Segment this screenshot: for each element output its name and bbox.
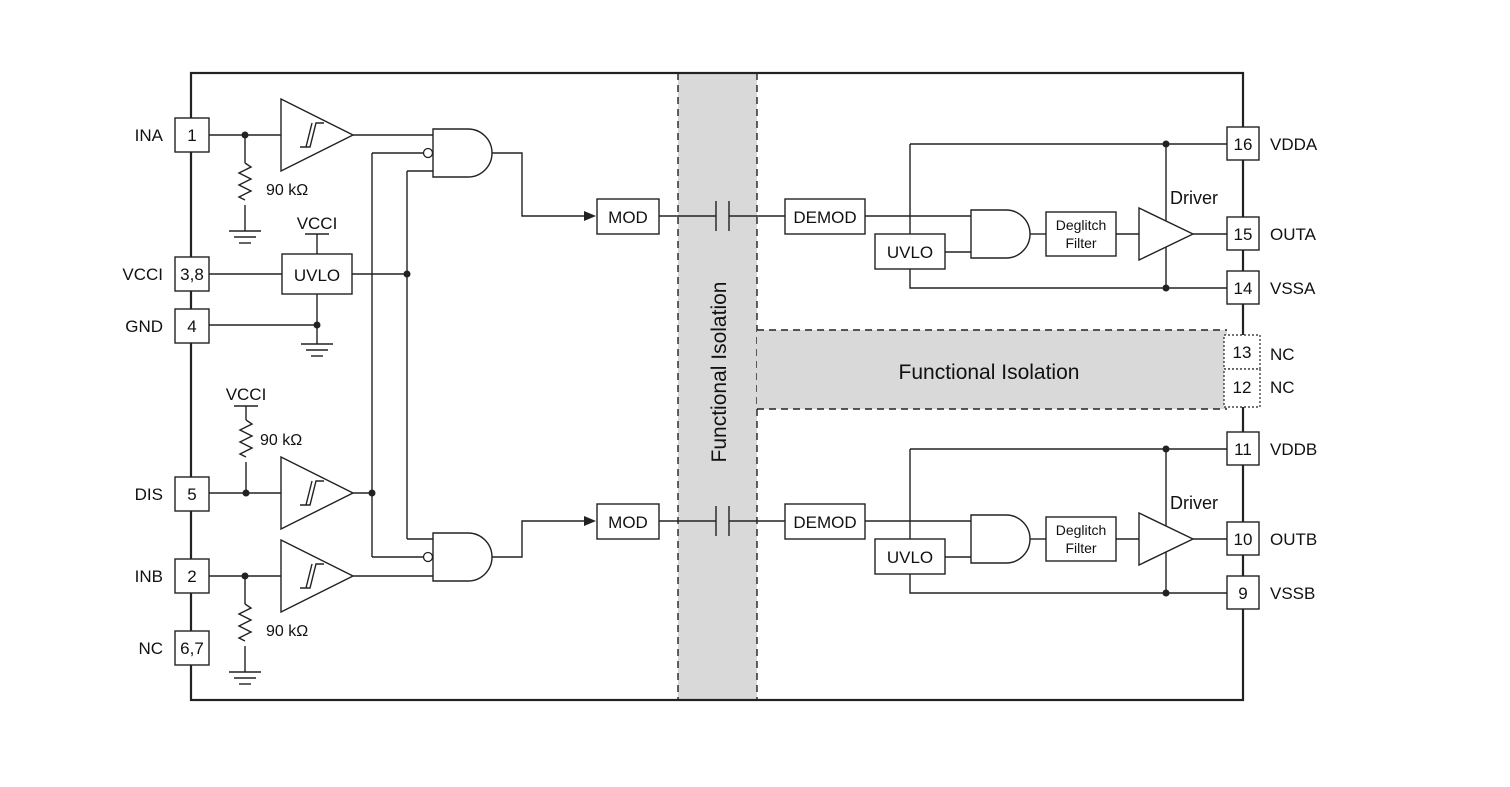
isolation-barrier-vertical (678, 73, 757, 700)
pin-nc-13: 13 NC (1223, 334, 1295, 370)
pin-number: 4 (187, 317, 196, 336)
vcci-supply-label: VCCI (226, 385, 267, 404)
pin-number: 2 (187, 567, 196, 586)
uvlo-output-label: UVLO (887, 548, 933, 567)
uvlo-output-label: UVLO (887, 243, 933, 262)
pin-number: 12 (1233, 378, 1252, 397)
pin-number: 13 (1233, 343, 1252, 362)
uvlo-input-label: UVLO (294, 266, 340, 285)
pin-name: OUTA (1270, 225, 1317, 244)
deglitch-filter-b (1045, 516, 1117, 562)
resistor-inb (237, 603, 253, 642)
isolation-capacitor-b (715, 506, 730, 536)
ground-symbol (229, 671, 261, 685)
isolation-label-horizontal: Functional Isolation (899, 361, 1080, 384)
demod-block-b (784, 503, 866, 540)
isolation-barrier-horizontal (757, 330, 1227, 409)
pin-name: NC (1270, 345, 1295, 364)
pin-name: OUTB (1270, 530, 1317, 549)
pin-vddb: 11 VDDB (1226, 431, 1317, 466)
resistor-label: 90 kΩ (266, 182, 308, 199)
driver-b (1138, 511, 1195, 567)
mod-label: MOD (608, 208, 648, 227)
and-gate-output-a (970, 209, 1031, 259)
uvlo-output-box-a (874, 233, 946, 270)
schmitt-buffer-ina (280, 97, 355, 173)
isolation-capacitor-a (715, 201, 730, 231)
pin-outb: 10 OUTB (1226, 521, 1317, 556)
pin-number: 6,7 (180, 639, 204, 658)
pin-vssa: 14 VSSA (1226, 270, 1316, 305)
pin-name: VCCI (122, 265, 163, 284)
pin-number: 16 (1234, 135, 1253, 154)
resistor-label: 90 kΩ (260, 432, 302, 449)
pin-name: NC (138, 639, 163, 658)
pin-number: 15 (1234, 225, 1253, 244)
schmitt-buffer-inb (280, 538, 355, 614)
pin-number: 14 (1234, 279, 1253, 298)
pin-name: VDDB (1270, 440, 1317, 459)
demod-label: DEMOD (793, 208, 856, 227)
deglitch-label-line2: Filter (1065, 540, 1096, 556)
pin-number: 5 (187, 485, 196, 504)
vcci-supply-label: VCCI (297, 214, 338, 233)
demod-block-a (784, 198, 866, 235)
and-gate-output-b (970, 514, 1031, 564)
pin-vcci: 3,8 VCCI (122, 256, 210, 292)
pin-name: VDDA (1270, 135, 1318, 154)
isolation-label-vertical: Functional Isolation (708, 282, 731, 463)
pin-dis: 5 DIS (135, 476, 210, 512)
pin-name: VSSB (1270, 584, 1315, 603)
pin-number: 11 (1234, 440, 1252, 459)
pin-vssb: 9 VSSB (1226, 575, 1315, 610)
deglitch-filter-a (1045, 211, 1117, 257)
pin-name: INA (135, 126, 164, 145)
uvlo-input-box (281, 253, 353, 295)
pin-ina: 1 INA (135, 117, 210, 153)
driver-label: Driver (1170, 493, 1218, 513)
and-gate-a (422, 128, 493, 178)
pin-nc-12: 12 NC (1223, 368, 1295, 408)
resistor-ina (237, 162, 253, 201)
pin-name: INB (135, 567, 163, 586)
ground-symbol (229, 230, 261, 244)
pin-name: VSSA (1270, 279, 1316, 298)
pin-name: NC (1270, 378, 1295, 397)
resistor-dis (238, 419, 254, 458)
pin-number: 1 (187, 126, 196, 145)
schmitt-buffer-dis (280, 455, 355, 531)
pin-name: DIS (135, 485, 163, 504)
deglitch-label-line1: Deglitch (1056, 522, 1107, 538)
ground-symbol (301, 343, 333, 357)
resistor-label: 90 kΩ (266, 623, 308, 640)
pin-number: 10 (1234, 530, 1253, 549)
pin-number: 9 (1238, 584, 1247, 603)
pin-number: 3,8 (180, 265, 204, 284)
deglitch-label-line1: Deglitch (1056, 217, 1107, 233)
pin-vdda: 16 VDDA (1226, 126, 1318, 161)
pin-outa: 15 OUTA (1226, 216, 1317, 251)
driver-a (1138, 206, 1195, 262)
and-gate-b (422, 532, 493, 582)
demod-label: DEMOD (793, 513, 856, 532)
driver-label: Driver (1170, 188, 1218, 208)
pin-name: GND (125, 317, 163, 336)
deglitch-label-line2: Filter (1065, 235, 1096, 251)
pin-inb: 2 INB (135, 558, 210, 594)
pin-nc-left: 6,7 NC (138, 630, 210, 666)
pin-gnd: 4 GND (125, 308, 210, 344)
mod-label: MOD (608, 513, 648, 532)
mod-block-a (596, 198, 660, 235)
mod-block-b (596, 503, 660, 540)
